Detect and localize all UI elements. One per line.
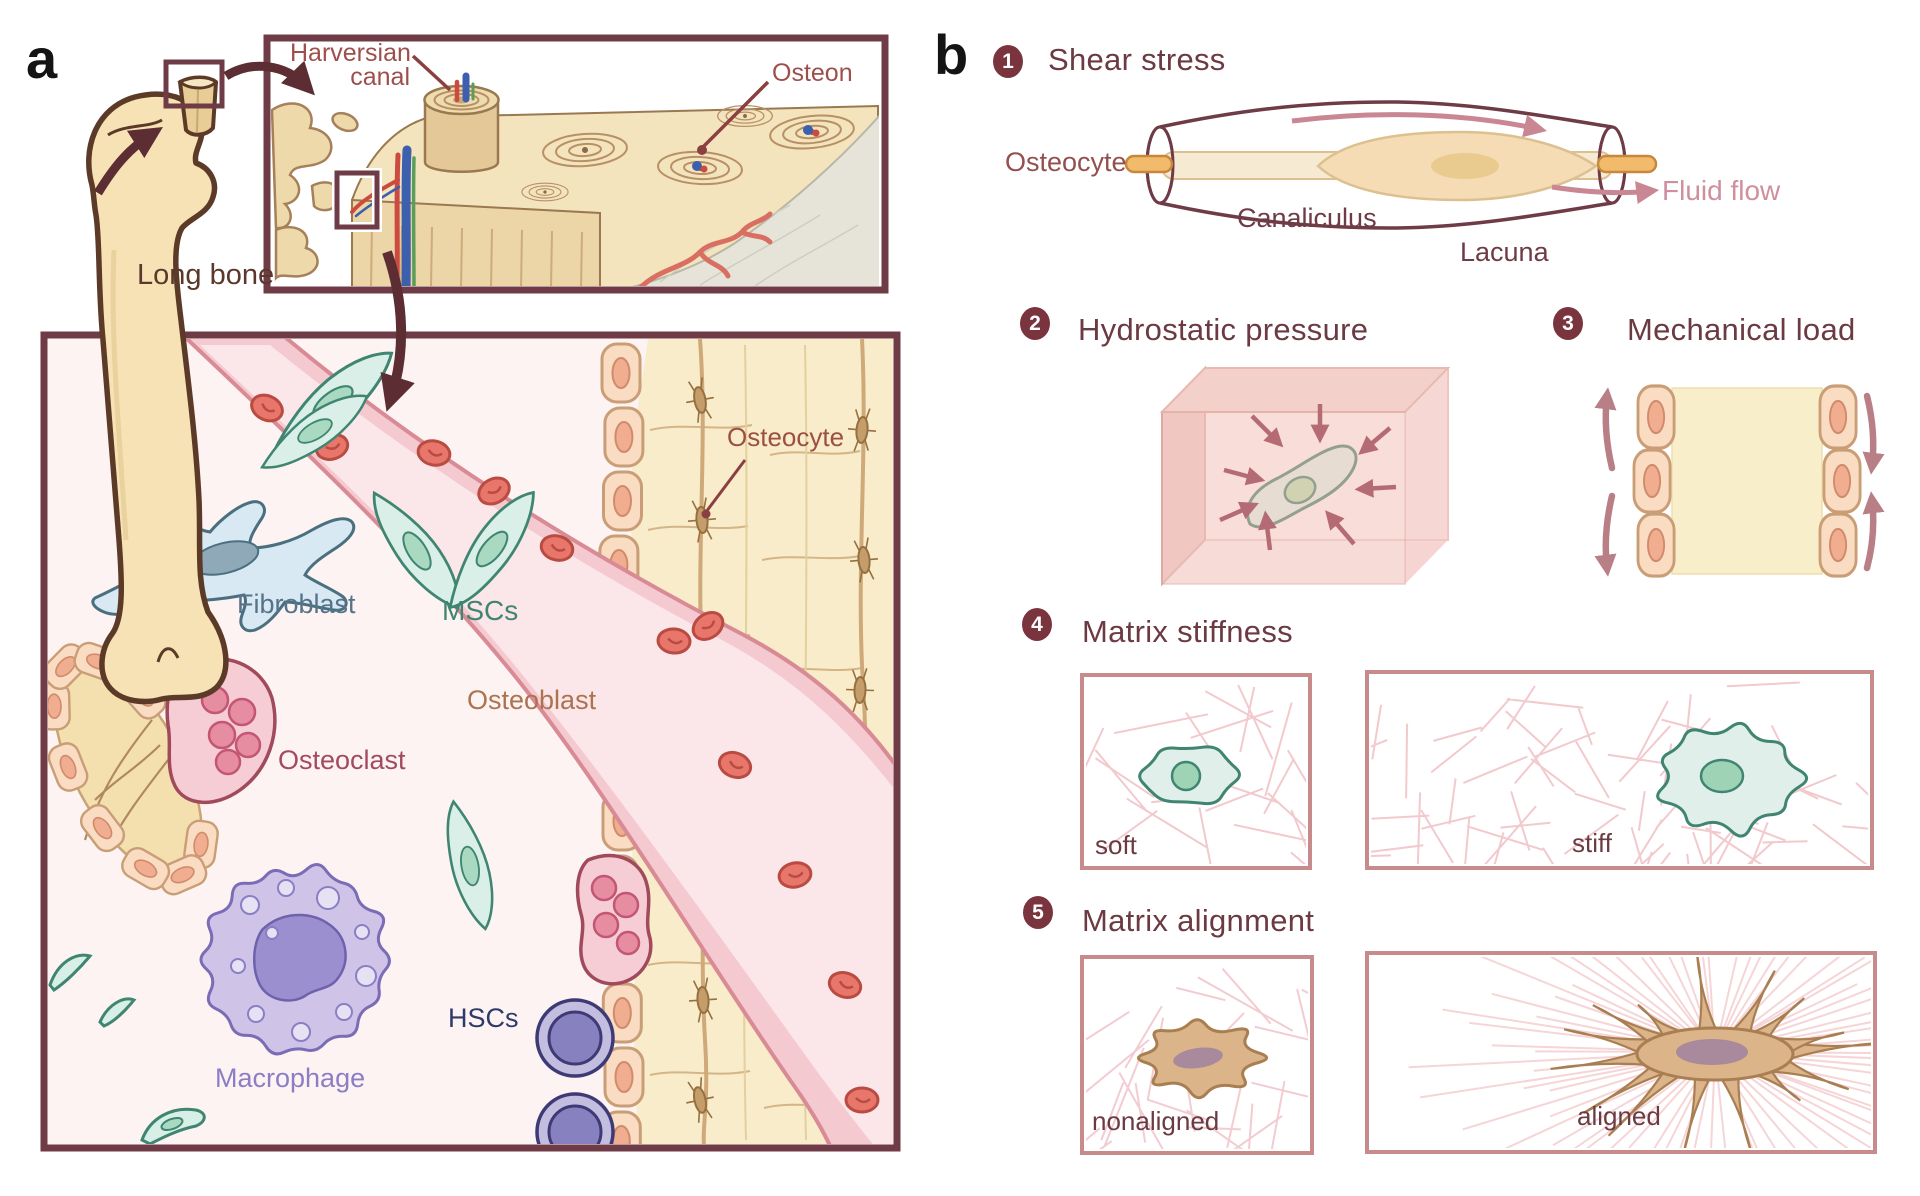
canaliculus-process-left <box>1124 154 1174 174</box>
fluid-flow-arrow-top <box>1291 112 1547 138</box>
fluid-flow-label: Fluid flow <box>1662 175 1781 206</box>
fibroblast-label: Fibroblast <box>237 589 356 619</box>
panel-b-label: b <box>934 23 969 86</box>
canaliculus-process-right <box>1596 154 1658 174</box>
panel-a-label: a <box>26 27 58 90</box>
harversian-canal-label-line2: canal <box>350 63 410 91</box>
hscs-label: HSCs <box>448 1003 519 1033</box>
section-1-title: Shear stress <box>1048 42 1226 77</box>
osteon-pointer-dot <box>697 145 707 155</box>
bone-spicule <box>48 638 221 900</box>
section-5-number: 5 <box>1023 896 1053 929</box>
section-1-number: 1 <box>993 45 1023 78</box>
hydrostatic-pressure-diagram <box>1159 365 1451 587</box>
osteon-cylinder <box>423 72 500 173</box>
zoom-arrow-sample-to-inset <box>223 60 315 96</box>
shear-stress-diagram <box>1124 100 1660 230</box>
osteoclast-small <box>575 854 653 986</box>
long-bone-illustration <box>86 91 229 705</box>
spongy-bone <box>271 102 359 282</box>
canaliculus-label: Canaliculus <box>1237 203 1377 233</box>
zoom-arrow-bone-to-sample <box>94 127 163 196</box>
soft-caption: soft <box>1095 830 1137 860</box>
niche-illustration <box>48 339 893 1144</box>
osteocyte-nucleus <box>1431 153 1499 179</box>
inset-box-border <box>263 34 889 294</box>
lacuna-outline <box>1159 100 1613 230</box>
stiff-caption: stiff <box>1572 828 1612 858</box>
fluid-flow-arrow-bottom <box>1551 181 1660 205</box>
cortical-bone-illustration <box>271 72 879 286</box>
long-bone-label: Long bone <box>137 259 275 291</box>
mechanical-load-diagram <box>1594 384 1885 578</box>
osteoclast-label: Osteoclast <box>278 745 406 775</box>
nonaligned-caption: nonaligned <box>1092 1106 1220 1136</box>
macrophage-label: Macrophage <box>215 1063 366 1093</box>
harversian-pointer-line <box>411 54 452 92</box>
pressure-arrows <box>1219 404 1397 551</box>
macrophage-cell <box>199 862 391 1056</box>
section-5-title: Matrix alignment <box>1082 903 1315 938</box>
section-4-title: Matrix stiffness <box>1082 614 1293 649</box>
section-2-title: Hydrostatic pressure <box>1078 312 1369 347</box>
osteocyte-label: Osteocyte <box>727 422 845 452</box>
aligned-caption: aligned <box>1577 1101 1661 1131</box>
section-3-number: 3 <box>1553 307 1583 340</box>
section-2-number: 2 <box>1020 307 1050 340</box>
niche-box-border <box>40 331 901 1152</box>
osteocyte-pointer-line <box>704 459 747 513</box>
section-4-number: 4 <box>1022 608 1052 641</box>
osteon-label: Osteon <box>772 59 853 87</box>
mscs-label: MSCs <box>442 595 519 626</box>
vessel-dots <box>692 125 820 173</box>
harversian-canal-label-line1: Harversian <box>290 39 411 67</box>
load-arrows <box>1594 387 1885 577</box>
lacuna-label: Lacuna <box>1460 237 1549 267</box>
progenitor-crescent-cells <box>48 953 206 1144</box>
zoom-source-box <box>334 170 380 230</box>
osteoblast-label: Osteoblast <box>467 685 597 715</box>
matrix-alignment-diagram <box>1080 951 1877 1155</box>
section-3-title: Mechanical load <box>1627 312 1856 347</box>
osteocyte-pointer-dot <box>701 509 711 519</box>
osteon-pointer-line <box>700 80 770 150</box>
shear-osteocyte-label: Osteocyte <box>1005 147 1127 177</box>
haversian-vessels <box>350 145 416 286</box>
matrix-stiffness-diagram <box>1080 670 1874 870</box>
sample-outline-box <box>163 59 225 109</box>
marrow-vessel-branches <box>638 211 773 286</box>
bone-sample-wedge <box>163 59 225 137</box>
zoom-arrow-inset-to-niche <box>380 250 415 412</box>
